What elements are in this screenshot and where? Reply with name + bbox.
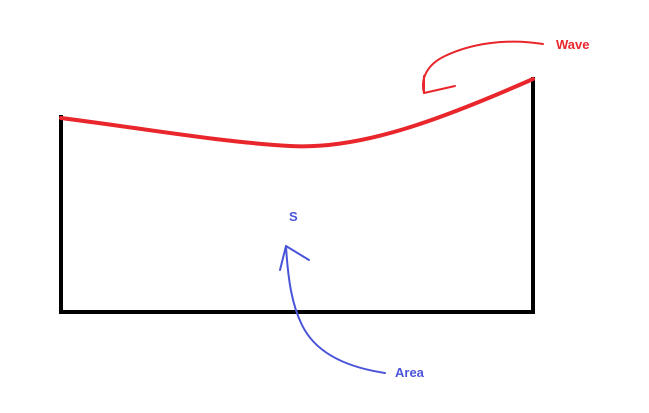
wave-arrowhead bbox=[423, 75, 456, 94]
area-arrow bbox=[285, 245, 386, 374]
wave-arrow bbox=[422, 40, 544, 94]
area-arrowhead bbox=[279, 245, 310, 271]
area-symbol-label: S bbox=[289, 209, 298, 224]
area-label: Area bbox=[395, 365, 425, 380]
wave-curve bbox=[59, 77, 535, 149]
wave-label: Wave bbox=[556, 37, 589, 52]
